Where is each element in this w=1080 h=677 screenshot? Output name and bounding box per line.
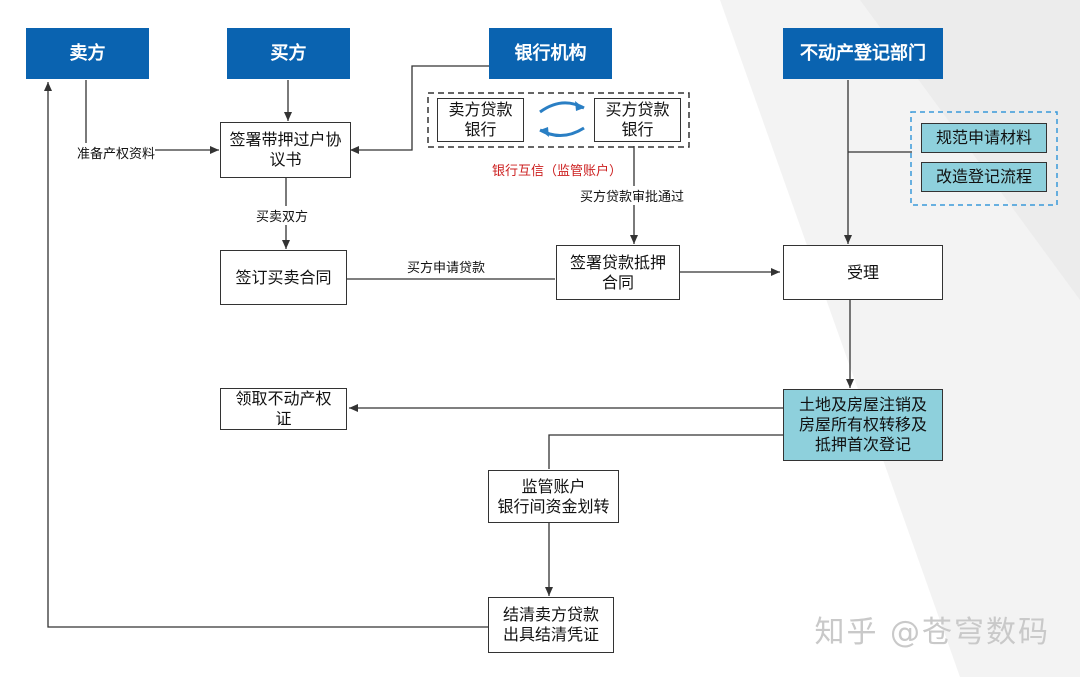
edge-label-loan-approved: 买方贷款审批通过 bbox=[580, 186, 685, 205]
reform-item-materials: 规范申请材料 bbox=[921, 123, 1047, 153]
node-receive-certificate: 领取不动产权 证 bbox=[220, 388, 347, 430]
header-registry: 不动产登记部门 bbox=[783, 28, 943, 79]
node-registration: 土地及房屋注销及 房屋所有权转移及 抵押首次登记 bbox=[783, 389, 943, 461]
reform-item-process: 改造登记流程 bbox=[921, 162, 1047, 192]
seller-bank-box: 卖方贷款 银行 bbox=[437, 98, 524, 142]
edge-label-buyer-apply-loan: 买方申请贷款 bbox=[407, 261, 486, 276]
node-sign-sale-contract: 签订买卖合同 bbox=[220, 250, 347, 305]
edge-label-both-parties: 买卖双方 bbox=[256, 206, 309, 225]
node-accept: 受理 bbox=[783, 245, 943, 300]
watermark: 知乎 @苍穹数码 bbox=[814, 615, 1050, 650]
node-sign-loan-contract: 签署贷款抵押 合同 bbox=[556, 245, 680, 300]
buyer-bank-box: 买方贷款 银行 bbox=[594, 98, 681, 142]
header-buyer: 买方 bbox=[227, 28, 350, 79]
mutual-trust-label: 银行互信（监管账户） bbox=[492, 164, 623, 179]
node-sign-mortgage-agreement: 签署带押过户协 议书 bbox=[220, 122, 351, 178]
node-fund-transfer: 监管账户 银行间资金划转 bbox=[488, 470, 619, 523]
node-settle-loan: 结清卖方贷款 出具结清凭证 bbox=[488, 597, 614, 653]
header-seller: 卖方 bbox=[26, 28, 149, 79]
edge-label-prepare-docs: 准备产权资料 bbox=[77, 143, 156, 162]
header-bank: 银行机构 bbox=[489, 28, 612, 79]
